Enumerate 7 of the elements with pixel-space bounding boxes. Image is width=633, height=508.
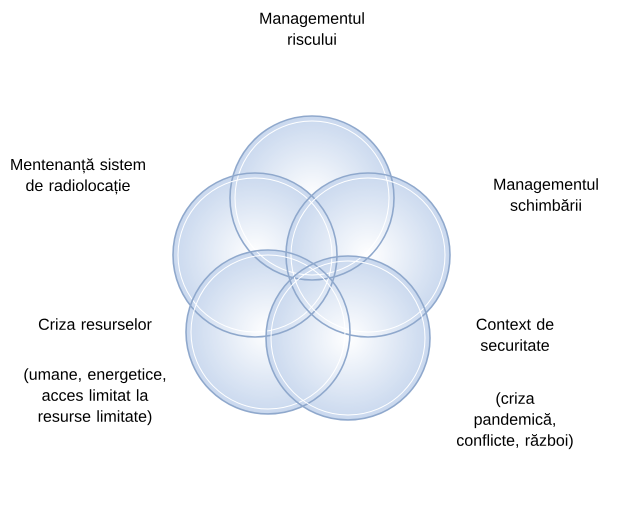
node-label: (criza pandemică, conflicte, război) [456,392,573,450]
node-label: Context de securitate [476,318,554,351]
node-label: (umane, energetice, acces limitat la resurse limitate) [24,368,166,426]
node-label: Mentenanță sistem de radiolocație [11,158,145,194]
node-label: Managementul riscului [260,12,364,45]
node-label: Managementul schimbării [494,178,598,211]
node-label: Criza resurselor [38,318,152,330]
